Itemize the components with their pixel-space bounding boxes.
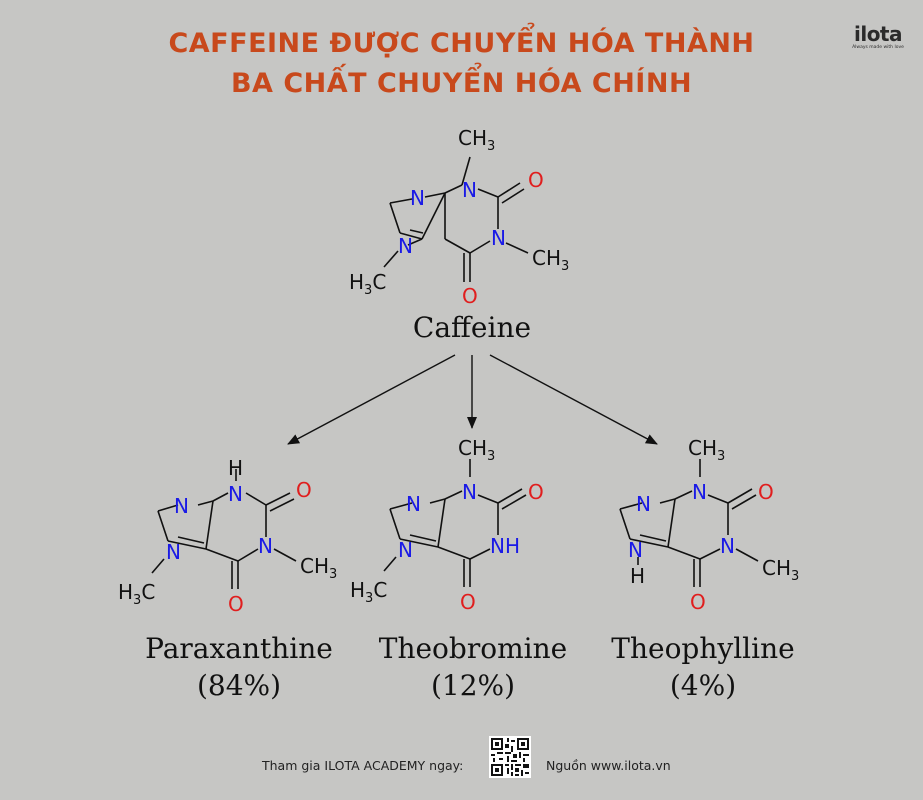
svg-text:CH3: CH3	[300, 554, 337, 582]
theophylline-label: Theophylline	[611, 632, 794, 665]
svg-text:H3C: H3C	[350, 578, 387, 606]
arrow-to-paraxanthine	[287, 354, 456, 445]
svg-text:H3C: H3C	[118, 580, 155, 608]
svg-text:CH3: CH3	[762, 556, 799, 584]
brand-tagline: Always made with love	[852, 45, 904, 50]
qr-code-icon[interactable]	[489, 736, 531, 778]
svg-text:H3C: H3C	[349, 270, 386, 298]
caffeine-structure: CH3 N N N N O O CH3 H3C	[349, 126, 569, 308]
atom-N: N	[166, 540, 181, 564]
svg-text:CH3: CH3	[458, 126, 495, 154]
title-line-1: CAFFEINE ĐƯỢC CHUYỂN HÓA THÀNH	[168, 28, 755, 59]
title-line-2: BA CHẤT CHUYỂN HÓA CHÍNH	[230, 68, 693, 99]
atom-N: N	[406, 492, 421, 516]
atom-O: O	[528, 168, 544, 192]
atom-O: O	[690, 590, 706, 614]
paraxanthine-percent: (84%)	[197, 669, 281, 702]
footer: Tham gia ILOTA ACADEMY ngay: Nguồn www.i…	[0, 734, 923, 780]
theobromine-structure: CH3 N N N NH O O H3C	[350, 436, 544, 614]
atom-N: N	[258, 534, 273, 558]
theophylline-percent: (4%)	[670, 669, 736, 702]
source-text[interactable]: Nguồn www.ilota.vn	[546, 758, 671, 773]
ilota-logo[interactable]: ilota Always made with love	[846, 23, 910, 50]
atom-O: O	[296, 478, 312, 502]
atom-N: N	[491, 226, 506, 250]
theobromine-percent: (12%)	[431, 669, 515, 702]
atom-N: N	[720, 534, 735, 558]
atom-N: N	[398, 538, 413, 562]
atom-H: H	[228, 456, 243, 480]
atom-N: N	[636, 492, 651, 516]
paraxanthine-structure: H N N N N O O CH3 H3C	[118, 456, 337, 616]
atom-N: N	[228, 482, 243, 506]
atom-N: N	[410, 186, 425, 210]
atom-N: N	[692, 480, 707, 504]
svg-text:CH3: CH3	[688, 436, 725, 464]
atom-O: O	[462, 284, 478, 308]
brand-name: ilota	[853, 22, 903, 46]
page-title: CAFFEINE ĐƯỢC CHUYỂN HÓA THÀNH BA CHẤT C…	[0, 24, 923, 104]
arrow-to-theophylline	[489, 354, 658, 445]
atom-O: O	[528, 480, 544, 504]
theophylline-structure: CH3 N N N N O O CH3 H	[619, 436, 799, 614]
theobromine-label: Theobromine	[379, 632, 567, 665]
atom-N: N	[174, 494, 189, 518]
caffeine-label: Caffeine	[413, 311, 531, 344]
join-text: Tham gia ILOTA ACADEMY ngay:	[262, 758, 464, 773]
atom-NH: NH	[490, 534, 520, 558]
atom-CH-text: CH	[458, 126, 487, 150]
atom-N: N	[462, 178, 477, 202]
atom-O: O	[758, 480, 774, 504]
atom-N: N	[462, 480, 477, 504]
atom-N: N	[628, 538, 643, 562]
atom-O: O	[228, 592, 244, 616]
svg-text:CH3: CH3	[532, 246, 569, 274]
atom-H: H	[630, 564, 645, 588]
svg-text:CH3: CH3	[458, 436, 495, 464]
atom-O: O	[460, 590, 476, 614]
paraxanthine-label: Paraxanthine	[145, 632, 333, 665]
atom-N: N	[398, 234, 413, 258]
